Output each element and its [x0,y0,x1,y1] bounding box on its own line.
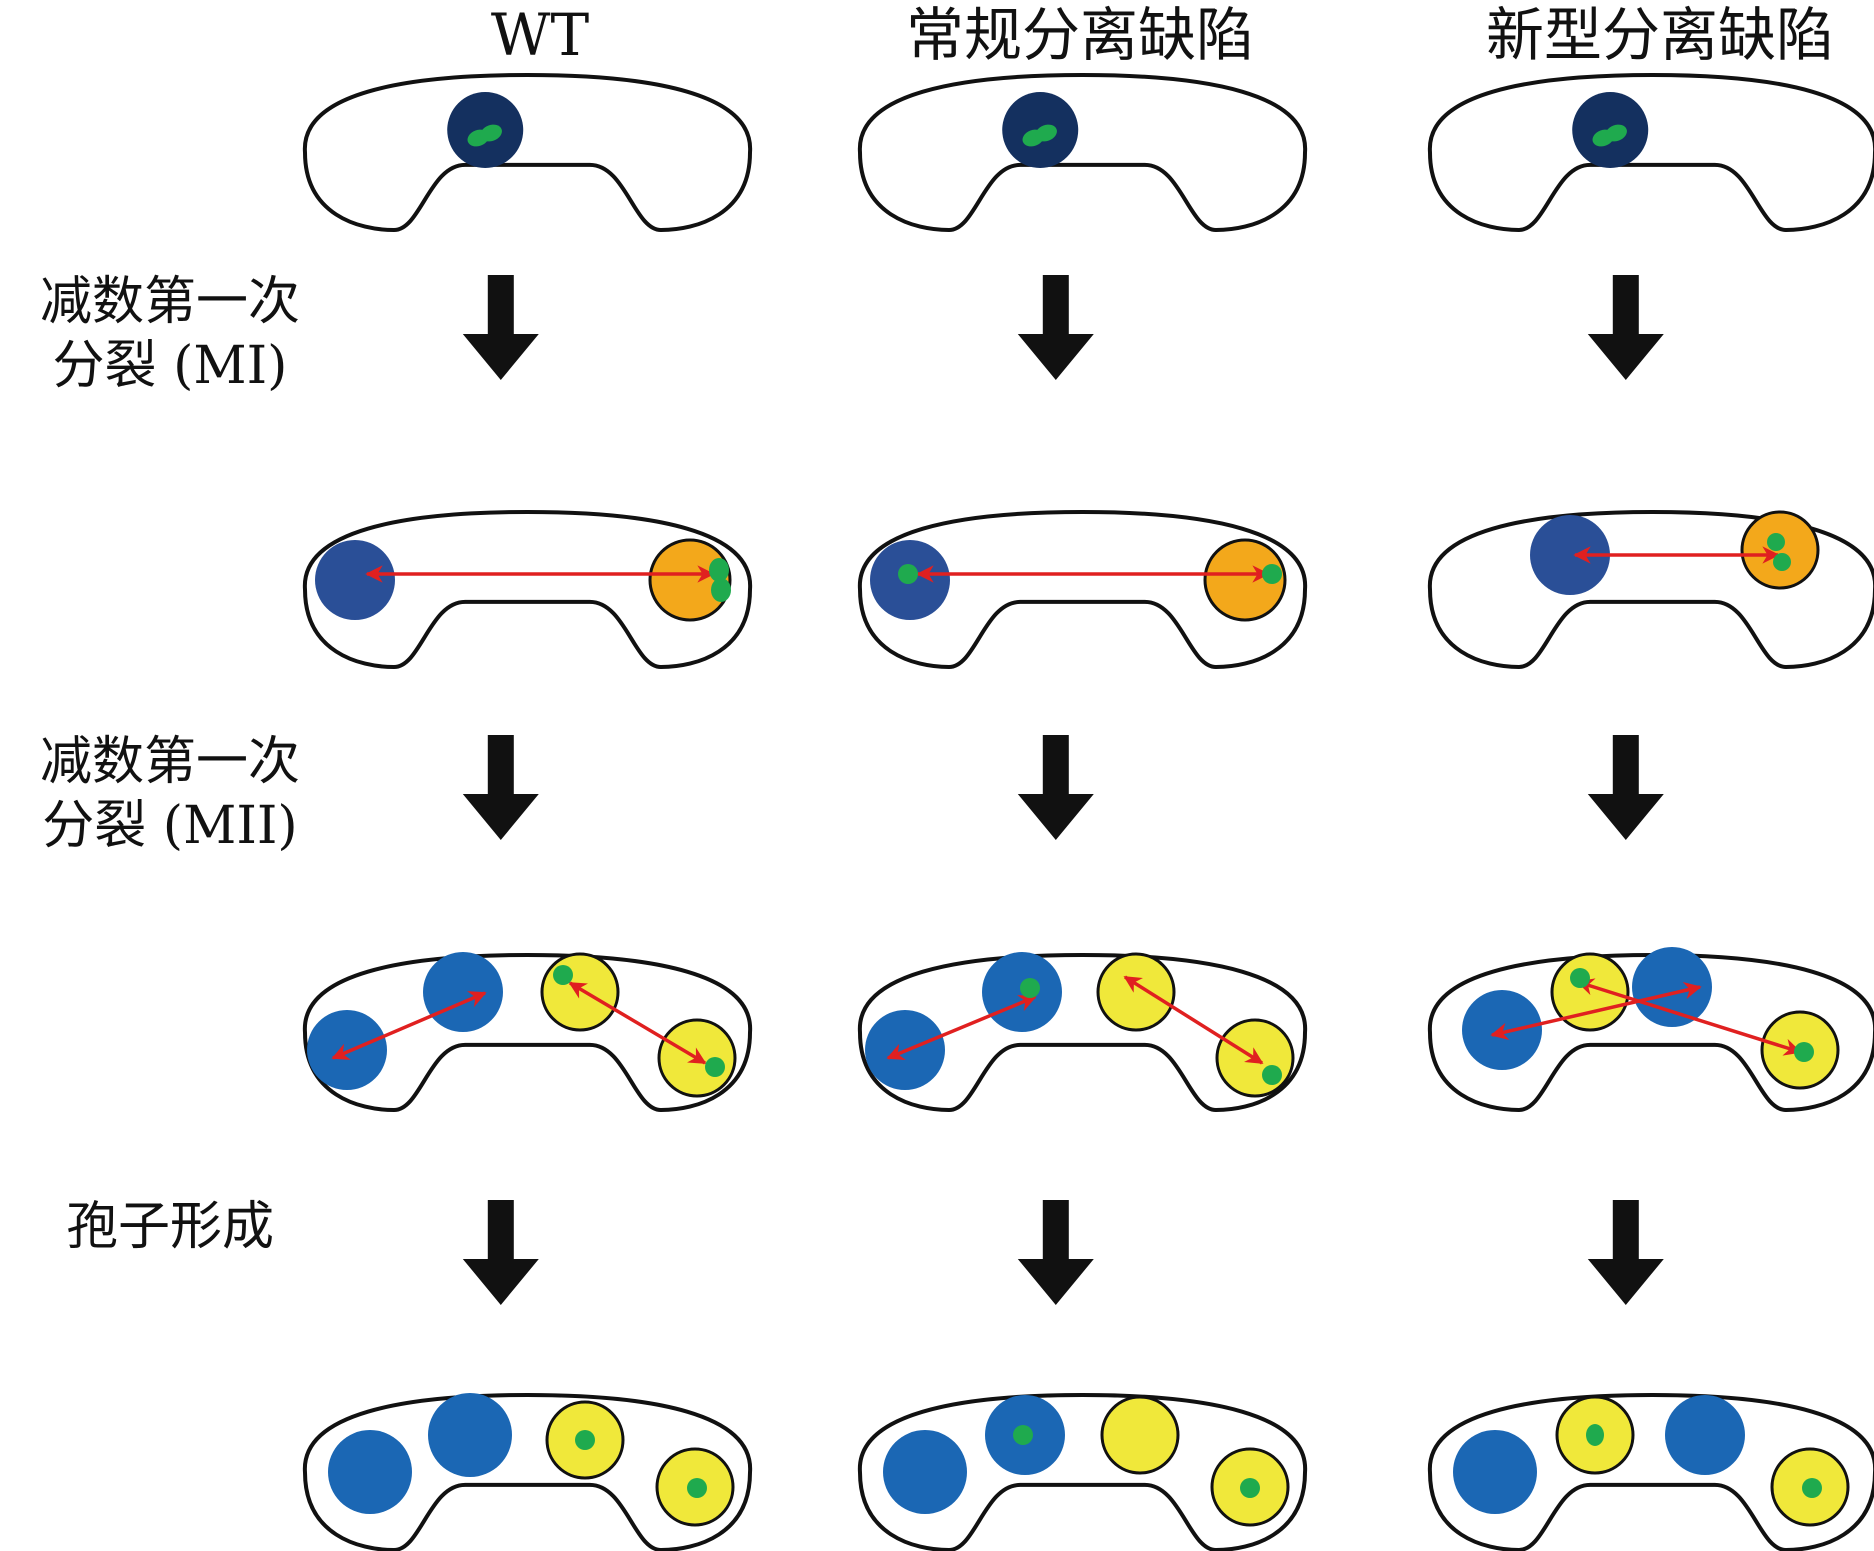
mii-nucleus-blue-1-novel [1462,990,1542,1070]
cells-layer [302,72,1874,1551]
stage-label-mii-line2: 分裂 (MII) [42,796,298,856]
spore-blue-2-wt [428,1393,512,1477]
cell-wt-stage4 [302,1392,753,1551]
mii-nucleus-blue-2-wt [423,952,503,1032]
mii-spindle-2-conventional [1123,975,1264,1065]
cell-wt-stage2 [302,509,753,670]
cell-wt-stage3 [302,952,753,1113]
spore-chromosome-a-novel [1586,1424,1604,1446]
mii-spindle-1-conventional [886,994,1037,1061]
cell-conventional-stage1 [857,72,1308,233]
stage-label-mi: 减数第一次 分裂 (MI) [0,270,340,398]
mii-chromosome-b-novel [1794,1042,1814,1062]
process-arrow-novel-1 [1587,275,1664,380]
spore-chromosome-b-conventional [1240,1478,1260,1498]
process-arrow-conventional-1 [1017,275,1094,380]
mi-nucleus-blue-wt [315,540,395,620]
mii-chromosome-b-wt [705,1057,725,1077]
mii-spindle-2-novel [1576,978,1802,1056]
mii-chromosome-a-wt [553,965,573,985]
mii-chromosome-a-novel [1570,968,1590,988]
mii-nucleus-blue-1-wt [307,1010,387,1090]
stage-label-mii: 减数第一次 分裂 (MII) [0,730,340,858]
spore-chromosome-a-conventional [1013,1425,1033,1445]
spore-blue-1-conventional [883,1430,967,1514]
mi-chromosome-a-wt [709,558,729,582]
cell-wt-stage1 [302,72,753,233]
chromosome-pair-b-conventional [1035,124,1057,142]
process-arrows-layer [462,275,1664,1305]
mi-chromosome-a-conventional [898,564,918,584]
mii-chromosome-b-conventional [1262,1065,1282,1085]
spore-yellow-1-conventional [1100,1395,1180,1475]
stage-label-mi-line2: 分裂 (MI) [52,336,288,396]
cell-novel-stage2 [1427,509,1874,670]
mii-chromosome-a-conventional [1020,978,1040,998]
chromosomes-layer [467,124,1822,1498]
column-title-novel-defect: 新型分离缺陷 [1485,1,1834,69]
process-arrow-novel-3 [1587,1200,1664,1305]
process-arrow-conventional-2 [1017,735,1094,840]
chromosome-pair-b-novel [1605,124,1627,142]
mi-chromosome-b-wt [711,578,731,602]
spore-chromosome-b-wt [687,1478,707,1498]
spore-blue-1-wt [328,1430,412,1514]
cell-novel-stage4 [1427,1392,1874,1551]
process-arrow-conventional-3 [1017,1200,1094,1305]
spindles-layer [331,546,1802,1065]
mii-spindle-2-wt [568,981,707,1065]
column-title-conventional-defect: 常规分离缺陷 [905,1,1254,69]
mii-spindle-1-wt [331,991,487,1060]
mii-nucleus-yellow-1-wt [540,952,620,1032]
spore-chromosome-b-novel [1802,1478,1822,1498]
stage-label-mi-line1: 减数第一次 [39,272,300,332]
mi-chromosome-b-conventional [1262,564,1282,584]
mi-chromosome-b-novel [1773,553,1791,571]
stage-label-mii-line1: 减数第一次 [39,732,300,792]
process-arrow-wt-2 [462,735,539,840]
spore-blue-2-novel [1665,1395,1745,1475]
process-arrow-novel-2 [1587,735,1664,840]
cell-novel-stage1 [1427,72,1874,233]
spore-chromosome-a-wt [575,1430,595,1450]
column-title-wt: WT [490,1,590,69]
process-arrow-wt-3 [462,1200,539,1305]
mi-nucleus-blue-novel [1530,515,1610,595]
mii-nucleus-yellow-1-conventional [1096,952,1176,1032]
cell-conventional-stage4 [857,1392,1308,1551]
cell-conventional-stage3 [857,952,1308,1113]
spore-blue-1-novel [1453,1430,1537,1514]
cell-conventional-stage2 [857,509,1308,670]
chromosome-pair-b-wt [480,124,502,142]
stage-label-spore: 孢子形成 [0,1195,340,1259]
process-arrow-wt-1 [462,275,539,380]
stage-label-spore-line1: 孢子形成 [65,1197,274,1257]
mi-chromosome-a-novel [1767,533,1785,551]
